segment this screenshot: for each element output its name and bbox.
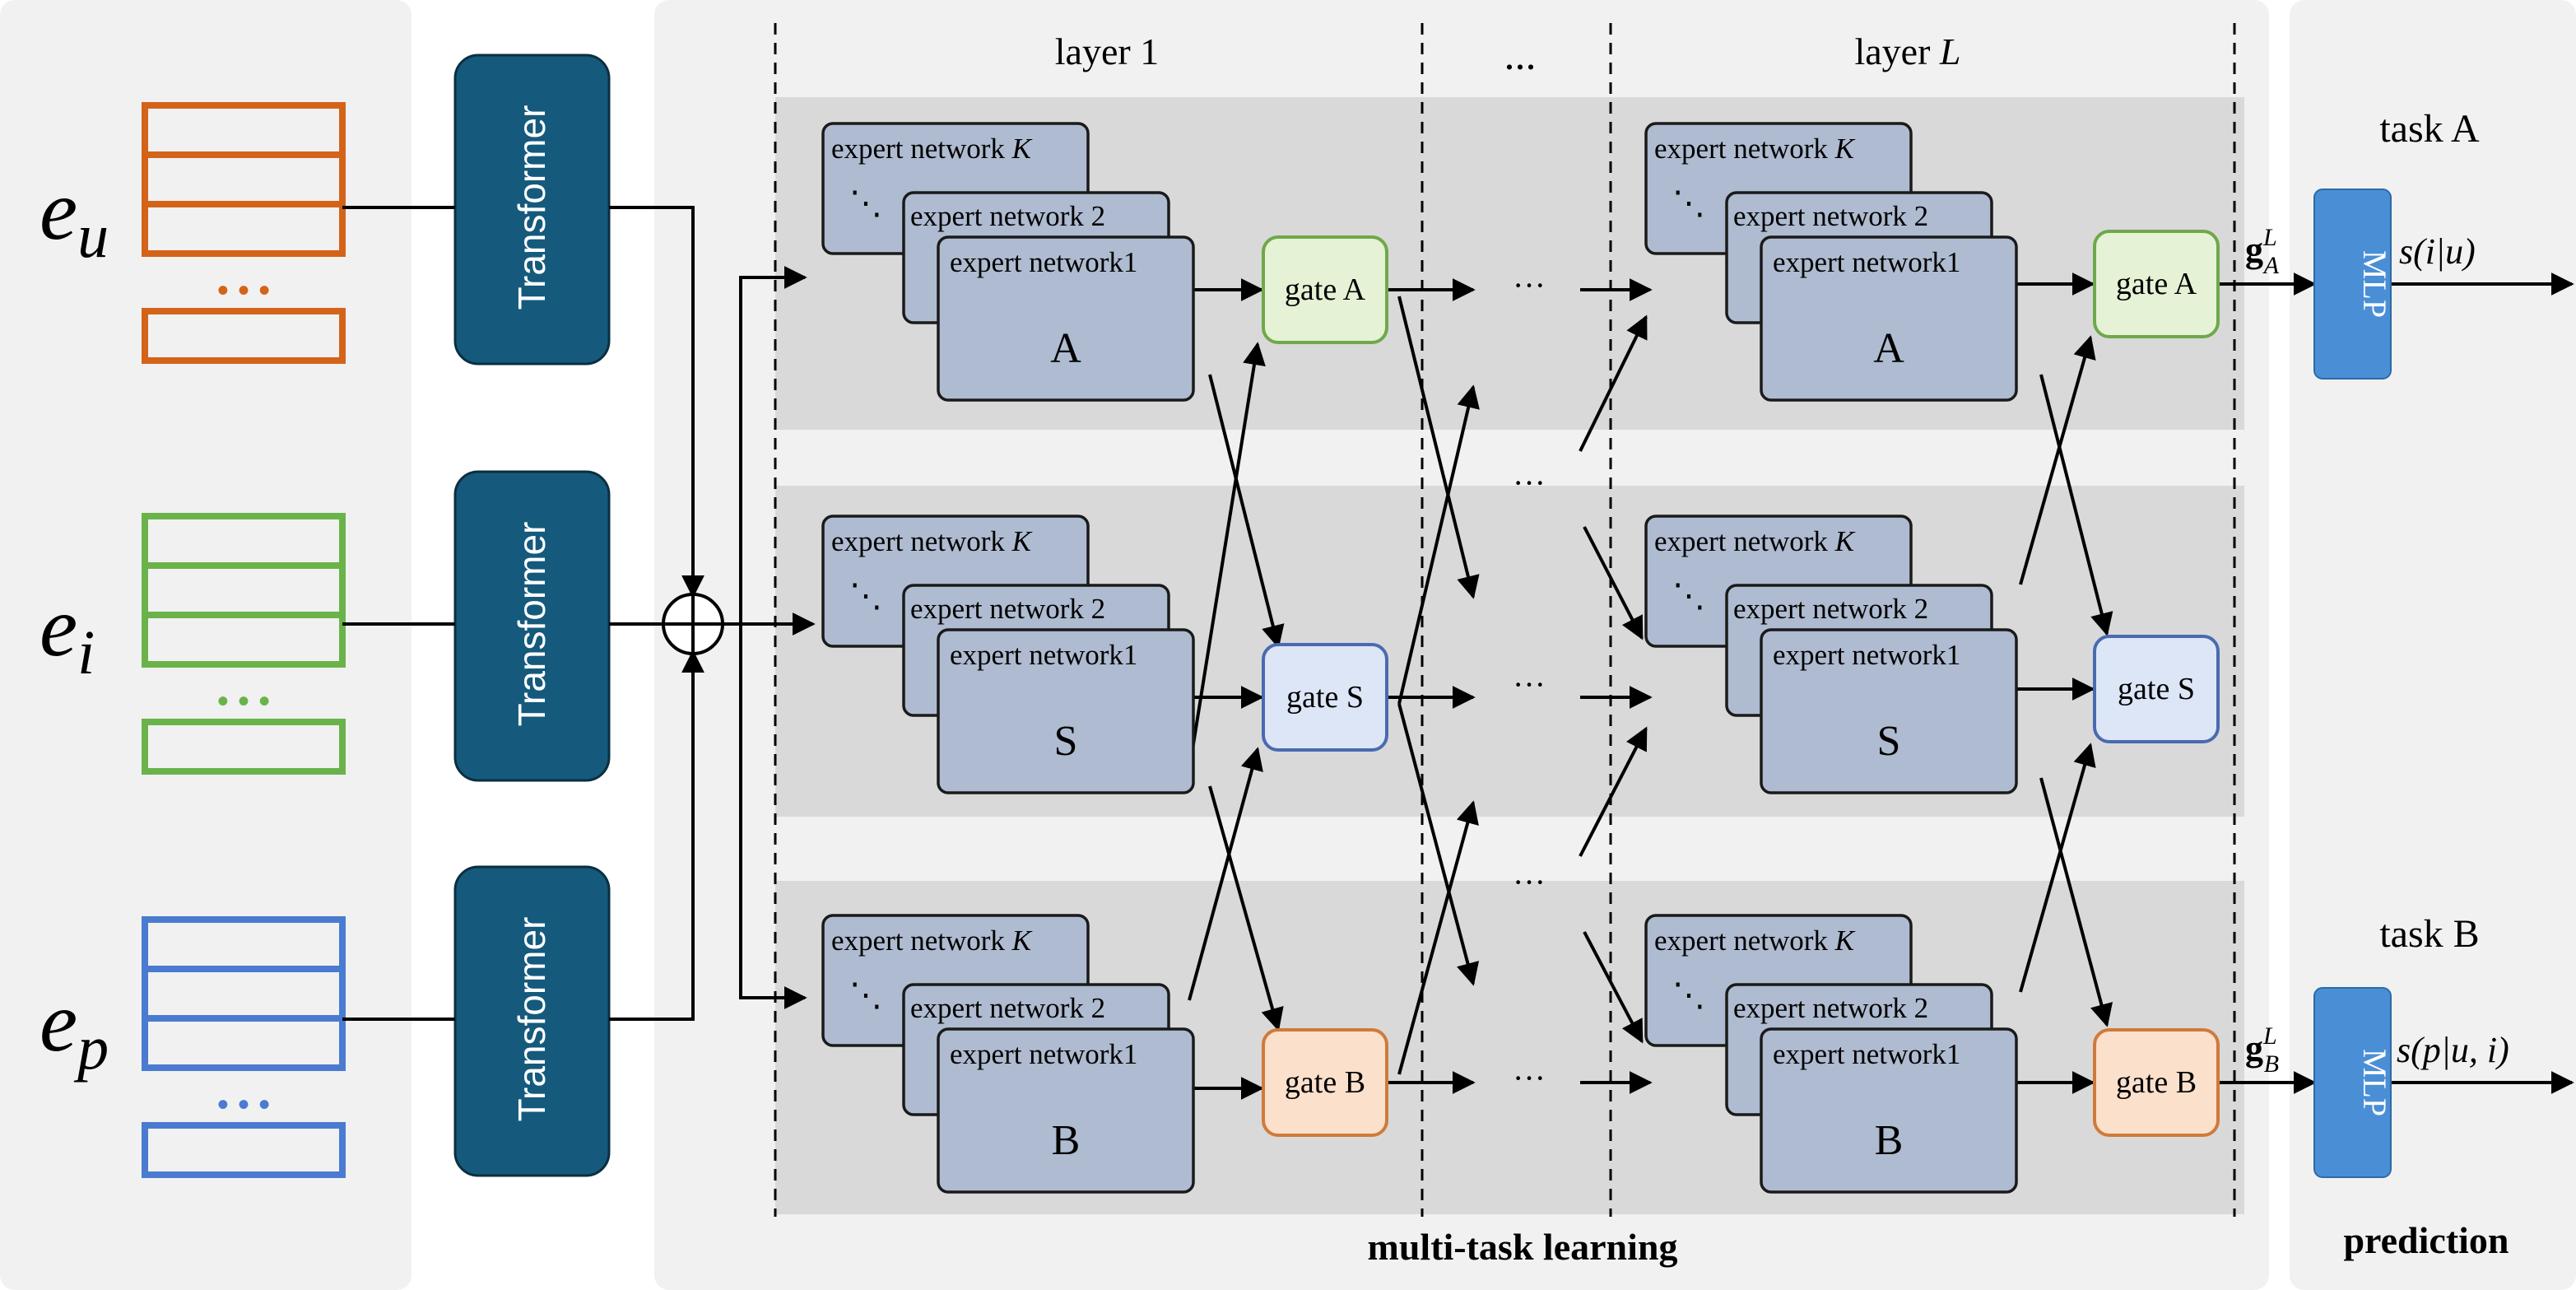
expert-ellipsis: ⋱ (1672, 577, 1705, 614)
expert-ellipsis: ⋱ (1672, 976, 1705, 1013)
score-b: s(p|u, i) (2397, 1030, 2509, 1070)
gate-label: gate A (1285, 272, 1366, 307)
expert-ellipsis: ⋱ (849, 184, 882, 221)
expert-2-label: expert network 2 (910, 992, 1105, 1024)
transformer-label: Transformer (510, 105, 553, 310)
gate-S-1: gate S (1262, 643, 1388, 752)
embedding-row (142, 1122, 346, 1178)
mlp-a: MLP (2313, 189, 2393, 380)
input-embeddings: eu • • • Transformer ei • • • Transformer ep • … (40, 54, 611, 1178)
embedding-ellipsis: • • • (217, 683, 270, 720)
expert-1-label: expert network1 (950, 639, 1137, 671)
expert-stack-A-2: expert network K ⋱ expert network 2 expert … (1644, 122, 2018, 402)
middle-dots-5: ··· (1513, 1059, 1546, 1097)
embedding-p: ep • • • (40, 916, 346, 1178)
expert-stack-A-1: expert network K ⋱ expert network 2 expert … (821, 122, 1195, 402)
expert-1-label: expert network1 (950, 246, 1137, 278)
gate-label: gate A (2116, 267, 2197, 301)
mlp-label: MLP (2356, 1049, 2393, 1116)
layer-separators (774, 23, 2236, 1217)
middle-dots-2: ··· (1513, 464, 1546, 501)
connections (342, 206, 2574, 1100)
embedding-row (142, 308, 346, 364)
expert-letter: S (1054, 718, 1078, 765)
embedding-row (142, 201, 346, 257)
expert-stack-B-2: expert network K ⋱ expert network 2 expert … (1644, 914, 2018, 1194)
embedding-label-p: ep (40, 975, 109, 1083)
expert-stack-S-1: expert network K ⋱ expert network 2 expert … (821, 515, 1195, 794)
embedding-row (142, 612, 346, 668)
embedding-ellipsis: • • • (217, 272, 270, 309)
expert-1-label: expert network1 (1773, 246, 1960, 278)
expert-letter: A (1873, 325, 1904, 372)
expert-2-label: expert network 2 (1733, 200, 1928, 232)
expert-k-label: expert network K (1654, 924, 1856, 957)
task-a-label: task A (2379, 107, 2480, 151)
mlp-b: MLP (2313, 987, 2393, 1178)
expert-k-label: expert network K (831, 924, 1033, 957)
gate-A-1: gate A (1262, 235, 1388, 344)
expert-2-label: expert network 2 (910, 593, 1105, 625)
mlp-label: MLP (2356, 250, 2393, 318)
prediction-title: prediction (2343, 1219, 2509, 1261)
expert-k-label: expert network K (1654, 133, 1856, 165)
expert-1-label: expert network1 (1773, 639, 1960, 671)
expert-2-label: expert network 2 (1733, 992, 1928, 1024)
gate-label: gate S (1286, 680, 1364, 715)
middle-dots-4: ··· (1513, 864, 1546, 901)
expert-stack-S-2: expert network K ⋱ expert network 2 expert … (1644, 515, 2018, 794)
expert-2-label: expert network 2 (1733, 593, 1928, 625)
layer-L-label: layer L (1854, 30, 1960, 72)
task-b-label: task B (2379, 912, 2479, 956)
gate-S-2: gate S (2093, 635, 2220, 743)
gate-B-1: gate B (1262, 1028, 1388, 1137)
layer-ellipsis: ... (1504, 32, 1537, 79)
gate-label: gate B (2116, 1065, 2197, 1100)
embedding-u: eu • • • (40, 102, 346, 364)
middle-dots-3: ··· (1513, 666, 1546, 703)
expert-letter: B (1052, 1117, 1081, 1164)
transformer-u: Transformer (453, 54, 611, 366)
embedding-ellipsis: • • • (217, 1087, 270, 1123)
expert-stack-B-1: expert network K ⋱ expert network 2 expert … (821, 914, 1195, 1194)
expert-ellipsis: ⋱ (849, 976, 882, 1013)
embedding-row (142, 1015, 346, 1071)
expert-k-label: expert network K (1654, 525, 1856, 557)
embedding-row (142, 719, 346, 775)
transformer-i: Transformer (453, 470, 611, 782)
gate-label: gate S (2118, 672, 2195, 706)
embedding-label-i: ei (40, 580, 95, 687)
expert-1-label: expert network1 (1773, 1038, 1960, 1070)
middle-dots-1: ··· (1513, 267, 1546, 304)
transformer-label: Transformer (510, 522, 553, 727)
gate-label: gate B (1285, 1065, 1365, 1100)
embedding-label-u: eu (40, 163, 109, 271)
expert-ellipsis: ⋱ (849, 577, 882, 614)
expert-letter: B (1875, 1117, 1904, 1164)
layer-1-label: layer 1 (1055, 30, 1159, 72)
expert-modules: expert network K ⋱ expert network 2 expert … (821, 122, 2220, 1194)
gate-A-2: gate A (2093, 230, 2220, 338)
multitask-learning-label: multi-task learning (1368, 1226, 1678, 1268)
score-a: s(i|u) (2399, 231, 2476, 272)
expert-letter: S (1877, 718, 1901, 765)
gate-B-2: gate B (2093, 1028, 2220, 1137)
embedding-i: ei • • • (40, 513, 346, 775)
expert-1-label: expert network1 (950, 1038, 1137, 1070)
transformer-p: Transformer (453, 865, 611, 1177)
expert-ellipsis: ⋱ (1672, 184, 1705, 221)
expert-k-label: expert network K (831, 525, 1033, 557)
expert-letter: A (1050, 325, 1081, 372)
expert-2-label: expert network 2 (910, 200, 1105, 232)
expert-k-label: expert network K (831, 133, 1033, 165)
transformer-label: Transformer (510, 917, 553, 1122)
